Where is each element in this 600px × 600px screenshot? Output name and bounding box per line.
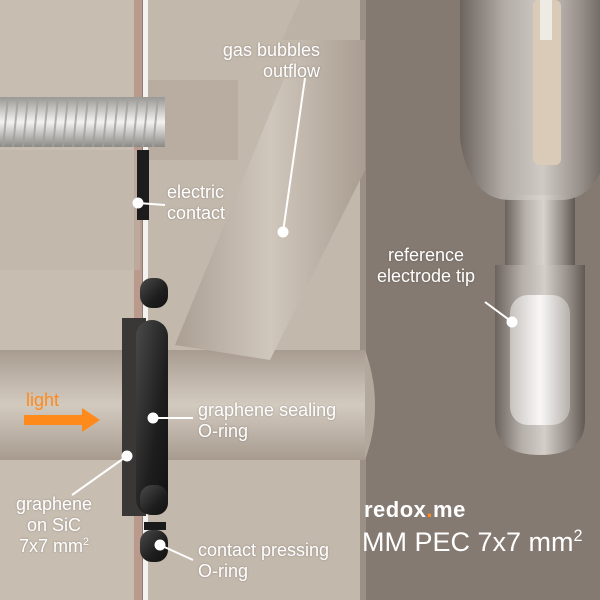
graphene-sic-label-line2: on SiC xyxy=(26,515,82,535)
electrode-wire xyxy=(540,0,552,40)
light-arrow-icon xyxy=(24,408,100,432)
brand-name-part1: redox xyxy=(364,497,427,522)
sealing-o-ring-label: graphene sealing O-ring xyxy=(198,400,336,442)
light-label: light xyxy=(26,390,60,410)
gas-tube-top xyxy=(282,0,360,40)
gas-outflow-tube xyxy=(175,40,365,360)
electric-contact-label: electric contact xyxy=(167,182,225,224)
copper-strip xyxy=(134,0,142,600)
product-name-text: MM PEC 7x7 mm xyxy=(362,527,574,557)
lower-small-o-ring xyxy=(140,485,168,515)
chamber-edge xyxy=(360,0,366,600)
gas-bubbles-label: gas bubbles outflow xyxy=(190,40,320,82)
electric-contact-label-line1: electric xyxy=(167,182,225,202)
reference-electrode-label-line1: reference xyxy=(387,245,465,265)
pressing-plate xyxy=(144,522,166,530)
product-name-exponent: 2 xyxy=(573,527,583,545)
graphene-sic-label-line3: 7x7 mm2 xyxy=(0,536,108,557)
graphene-sic-label-line1: graphene xyxy=(15,494,93,514)
contact-pressing-label: contact pressing O-ring xyxy=(198,540,329,582)
sealing-o-ring-label-line1: graphene sealing xyxy=(198,400,337,420)
leader-lines xyxy=(71,77,518,561)
brand-logo: redox.me xyxy=(364,497,466,523)
electrode-frit xyxy=(510,295,570,425)
contact-pressing-label-line1: contact pressing xyxy=(198,540,330,560)
left-panel-shade xyxy=(0,150,140,270)
graphene-size-exponent: 2 xyxy=(83,536,90,548)
contact-pressing-label-line2: O-ring xyxy=(198,561,249,581)
contact-pressing-o-ring xyxy=(140,530,168,562)
reference-electrode-label-line2: electrode tip xyxy=(376,266,476,286)
sealing-o-ring-label-line2: O-ring xyxy=(198,421,249,441)
channel-end xyxy=(365,350,375,460)
electrode-inner-rod xyxy=(533,0,561,165)
graphene-size-text: 7x7 mm xyxy=(18,536,83,556)
reference-electrode-label: reference electrode tip xyxy=(362,245,490,287)
gas-bubbles-label-line2: outflow xyxy=(262,61,320,81)
upper-small-o-ring xyxy=(140,278,168,308)
graphene-sic-label: graphene on SiC 7x7 mm2 xyxy=(0,494,108,557)
light-channel xyxy=(0,350,365,460)
electric-contact-label-line2: contact xyxy=(167,203,226,223)
brand-name-part2: me xyxy=(433,497,466,522)
electrode-collar xyxy=(505,195,575,265)
electric-contact-plate xyxy=(137,150,149,220)
product-name: MM PEC 7x7 mm2 xyxy=(362,527,583,558)
brand-dot: . xyxy=(426,497,434,522)
screw-threads xyxy=(2,96,159,148)
electrode-glass-body xyxy=(460,0,600,200)
gas-bubbles-label-line1: gas bubbles xyxy=(222,40,320,60)
